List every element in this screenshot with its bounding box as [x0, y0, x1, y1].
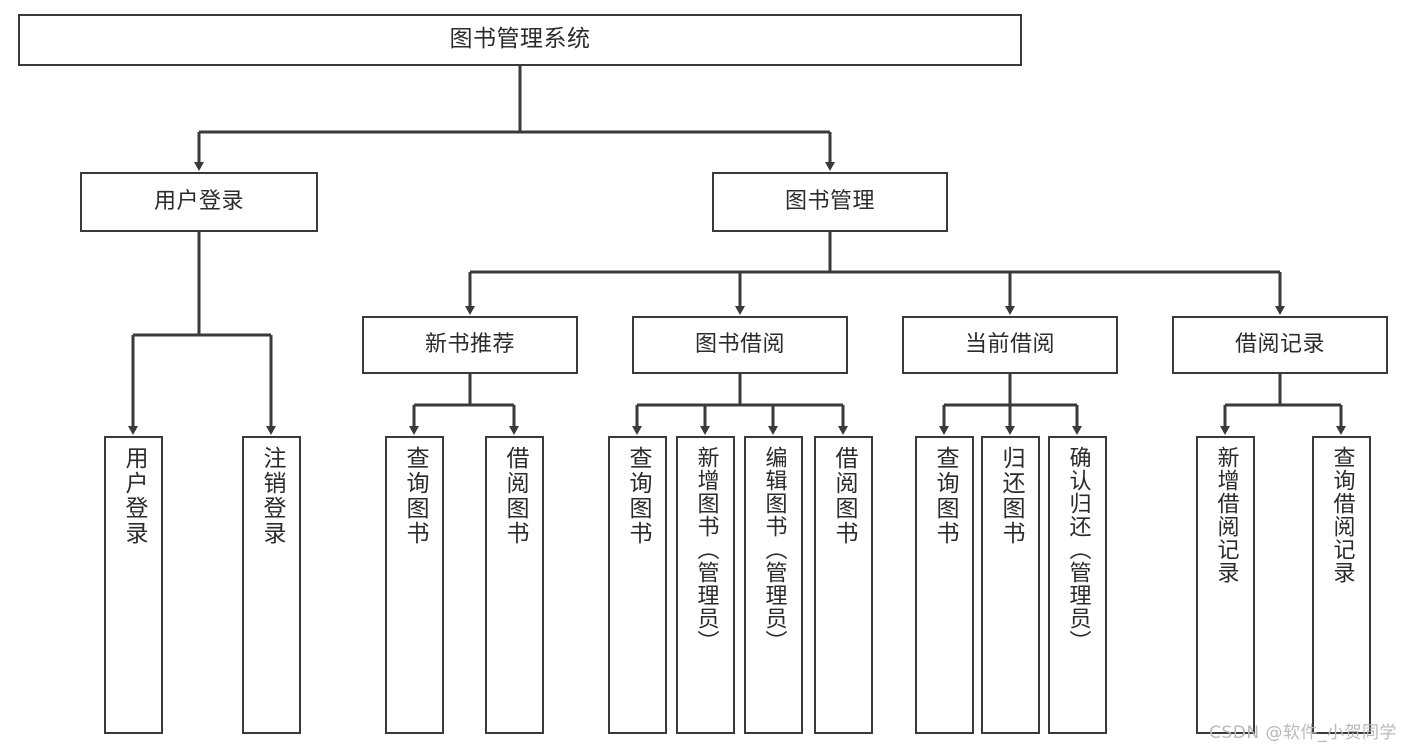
node-user-login[interactable]: 用户登录	[80, 172, 318, 232]
node-label: 查询借阅记录	[1329, 446, 1355, 584]
node-label: 注销登录	[259, 446, 285, 546]
node-book-borrow[interactable]: 图书借阅	[632, 316, 848, 374]
node-new-book-recommend[interactable]: 新书推荐	[362, 316, 578, 374]
node-label: 图书管理	[784, 188, 875, 214]
node-current-borrow[interactable]: 当前借阅	[902, 316, 1118, 374]
node-root-book-management-system[interactable]: 图书管理系统	[18, 14, 1022, 66]
node-label: 新增借阅记录	[1213, 446, 1239, 584]
node-label: 借阅记录	[1234, 331, 1325, 357]
node-leaf-confirm-return-admin[interactable]: 确认归还（管理员）	[1048, 436, 1107, 734]
node-leaf-add-borrow-record[interactable]: 新增借阅记录	[1196, 436, 1255, 734]
node-label: 新书推荐	[424, 331, 515, 357]
node-label: 新增图书（管理员）	[693, 446, 719, 653]
node-borrow-record[interactable]: 借阅记录	[1172, 316, 1388, 374]
node-label: 图书借阅	[694, 331, 785, 357]
node-leaf-borrow-book[interactable]: 借阅图书	[814, 436, 873, 734]
node-leaf-add-book-admin[interactable]: 新增图书（管理员）	[676, 436, 735, 734]
node-label: 图书管理系统	[449, 26, 591, 53]
node-leaf-user-login[interactable]: 用户登录	[104, 436, 163, 734]
node-leaf-return-book[interactable]: 归还图书	[981, 436, 1040, 734]
node-label: 查询图书	[625, 446, 651, 546]
node-leaf-query-borrow-record[interactable]: 查询借阅记录	[1312, 436, 1371, 734]
node-book-management[interactable]: 图书管理	[712, 172, 948, 232]
node-leaf-query-book-current[interactable]: 查询图书	[915, 436, 974, 734]
node-label: 借阅图书	[831, 446, 857, 546]
node-label: 确认归还（管理员）	[1065, 446, 1091, 653]
node-label: 编辑图书（管理员）	[761, 446, 787, 653]
node-leaf-borrow-book-recommend[interactable]: 借阅图书	[485, 436, 544, 734]
node-label: 用户登录	[121, 446, 147, 546]
node-label: 当前借阅	[964, 331, 1055, 357]
node-label: 用户登录	[153, 188, 244, 214]
node-leaf-edit-book-admin[interactable]: 编辑图书（管理员）	[744, 436, 803, 734]
node-label: 借阅图书	[502, 446, 528, 546]
node-label: 查询图书	[932, 446, 958, 546]
node-leaf-query-book-recommend[interactable]: 查询图书	[385, 436, 444, 734]
node-leaf-logout[interactable]: 注销登录	[242, 436, 301, 734]
node-leaf-query-book-borrow[interactable]: 查询图书	[608, 436, 667, 734]
node-label: 查询图书	[402, 446, 428, 546]
node-label: 归还图书	[998, 446, 1024, 546]
